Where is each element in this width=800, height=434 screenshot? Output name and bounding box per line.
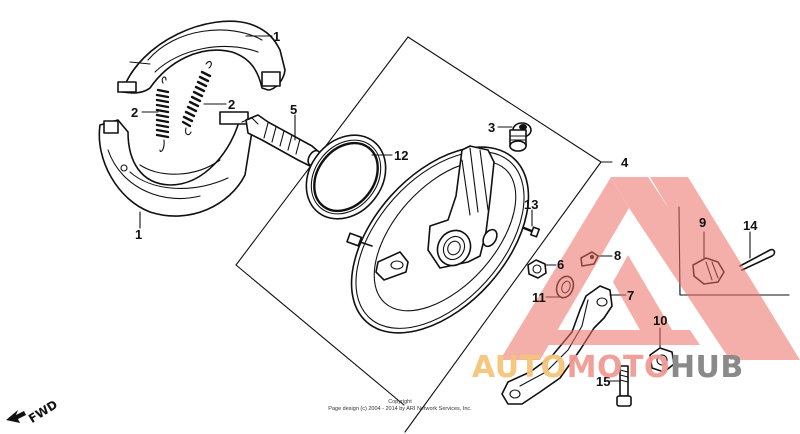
flange-nut[interactable]	[649, 347, 675, 373]
brake-shoe-lower[interactable]	[98, 111, 254, 217]
screw[interactable]	[522, 226, 540, 238]
forward-arrow-icon	[6, 410, 26, 423]
callout-13: 13	[524, 197, 539, 212]
brake-shoe-spring-left[interactable]	[155, 76, 170, 153]
callout-3: 3	[488, 120, 496, 135]
forward-direction-indicator: FWD	[4, 390, 64, 430]
brake-shoe-spring-right[interactable]	[181, 60, 212, 136]
callout-1-upper: 1	[273, 29, 281, 44]
callout-7: 7	[627, 288, 635, 303]
brake-cam[interactable]	[241, 114, 322, 167]
brake-shoe-upper[interactable]	[117, 20, 286, 94]
callout-9: 9	[699, 215, 707, 230]
callout-11: 11	[532, 290, 546, 305]
watermark-hub: HUB	[669, 350, 744, 385]
callout-2-left: 2	[131, 105, 139, 120]
callout-4: 4	[621, 155, 629, 170]
callout-5: 5	[290, 102, 298, 117]
callout-8: 8	[614, 248, 622, 263]
cotter-pin[interactable]	[739, 248, 776, 271]
callout-2-right: 2	[228, 97, 236, 112]
callout-15: 15	[596, 374, 611, 389]
callout-6: 6	[557, 257, 565, 272]
dust-seal[interactable]	[290, 119, 402, 234]
copyright-text: Page design (c) 2004 - 2014 by ARI Netwo…	[328, 405, 472, 412]
watermark-logo	[500, 177, 800, 360]
assembly-frame	[235, 36, 613, 433]
callout-14: 14	[743, 218, 758, 233]
brake-panel[interactable]	[317, 114, 562, 366]
copyright-title: Copyright	[388, 399, 412, 405]
nut[interactable]	[527, 259, 547, 279]
watermark-text: AUTOMOTOHUB	[472, 353, 744, 383]
callout-12: 12	[394, 148, 409, 163]
copyright-notice: Copyright Page design (c) 2004 - 2014 by…	[300, 399, 500, 412]
watermark-auto: AUTO	[472, 350, 567, 385]
brake-arm[interactable]	[501, 285, 613, 405]
callout-10: 10	[653, 313, 668, 328]
cap-plug[interactable]	[509, 122, 532, 152]
callout-1-lower: 1	[135, 227, 143, 242]
watermark-moto: MOTO	[566, 350, 670, 385]
